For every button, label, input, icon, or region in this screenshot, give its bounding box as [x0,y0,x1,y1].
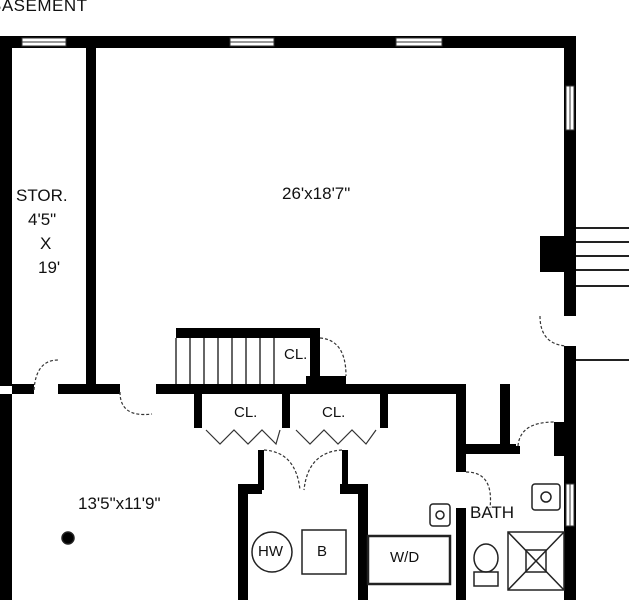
interior-walls [12,48,564,600]
door-swings [33,315,567,509]
exterior-steps [576,227,629,361]
room-storage-dim2: 19' [38,258,61,277]
fixtures [61,483,565,591]
closet-doors [205,429,377,446]
wall-storage [86,48,96,386]
closet-right-label: CL. [322,404,346,421]
boiler-label: B [317,543,328,560]
room-storage-dim1: 4'5" [28,210,57,229]
wall-top [0,36,576,48]
hw-label: HW [258,543,283,560]
closet-left-label: CL. [234,404,258,421]
wall-mid [156,384,466,394]
room-lower-dimensions: 13'5"x11'9" [78,494,161,513]
hw-tank [251,531,293,573]
wall-utility-left [238,484,248,600]
wall-left [0,36,12,386]
room-storage-name: STOR. [16,186,68,205]
closet-stairs-label: CL. [284,346,308,363]
plan-title: BASEMENT [0,0,88,15]
washer-dryer [366,534,452,586]
boiler [301,529,347,575]
toilet [473,543,499,573]
wall-left-lower [0,394,12,600]
floor-drain [61,531,75,545]
bath-sink-right [531,483,561,511]
bath-label: BATH [470,503,515,522]
bath-sink-left [429,503,451,527]
shower [507,531,565,591]
chimney [540,236,568,272]
wall-right-upper [564,36,576,316]
wall-stair-top [176,328,320,338]
windows [21,37,575,527]
stairs [175,338,275,384]
wall-right-lower [564,346,576,600]
washer-dryer-label: W/D [390,549,420,566]
room-main-dimensions: 26'x18'7" [282,184,351,203]
room-storage-x: X [40,234,52,253]
